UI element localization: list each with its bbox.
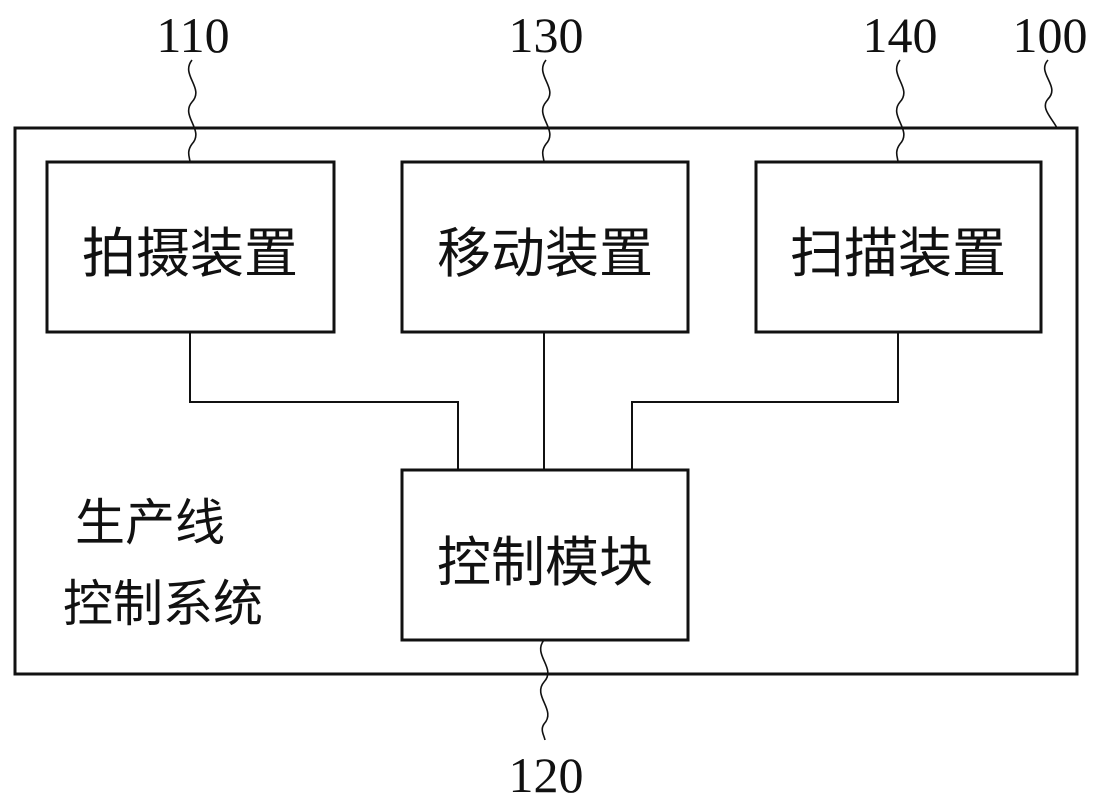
moving-device-box: 移动装置	[400, 160, 690, 334]
leader-110	[187, 59, 197, 163]
system-frame	[13, 126, 1079, 676]
wire-camera-to-control	[189, 333, 459, 470]
ref-120: 120	[509, 747, 584, 803]
wire-scanner-to-control	[631, 333, 899, 470]
scanning-device-box: 扫描装置	[754, 160, 1043, 334]
camera-device-box: 拍摄装置	[45, 160, 336, 334]
ref-130: 130	[509, 7, 584, 63]
ref-100: 100	[1013, 7, 1088, 63]
ref-110: 110	[156, 7, 229, 63]
ref-140: 140	[863, 7, 938, 63]
control-module-label: 控制模块	[437, 531, 653, 594]
leader-140	[895, 59, 905, 163]
camera-device-label: 拍摄装置	[82, 222, 298, 285]
system-label-line1: 生产线	[75, 494, 225, 552]
leader-130	[541, 59, 551, 163]
leader-100	[1043, 59, 1058, 129]
moving-device-label: 移动装置	[437, 222, 653, 285]
scanning-device-label: 扫描装置	[790, 222, 1006, 285]
leader-120	[539, 639, 549, 741]
system-label-line2: 控制系统	[63, 575, 263, 633]
control-module-box: 控制模块	[400, 468, 690, 642]
